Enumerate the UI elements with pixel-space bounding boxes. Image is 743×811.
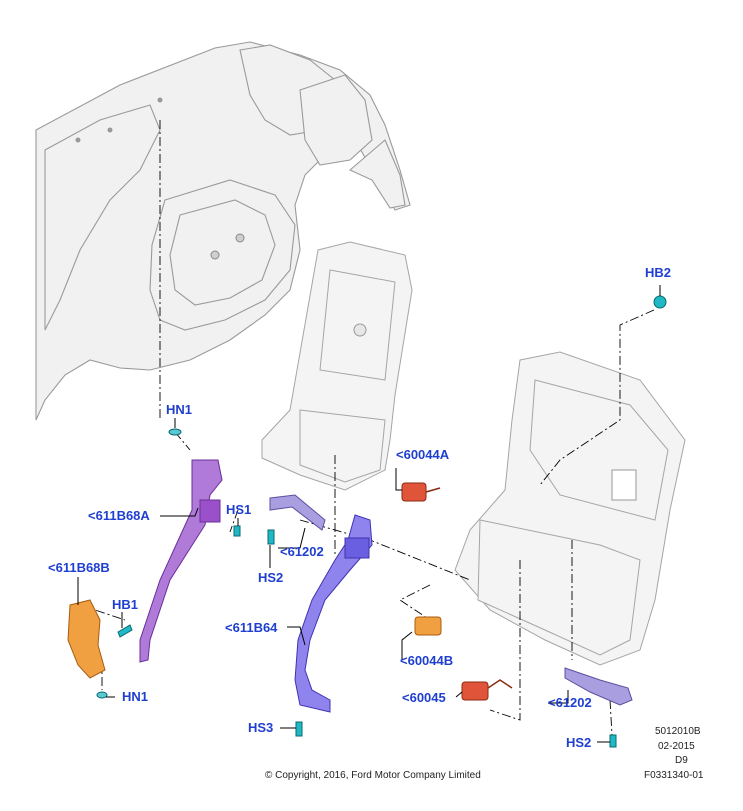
buckle-60045-part [461,679,513,701]
callout-60045[interactable]: <60045 [402,690,446,705]
footer-ref: 5012010B [655,726,701,737]
anchor-61202-left-part [269,494,326,531]
callout-hs3[interactable]: HS3 [248,720,274,735]
footer-code: D9 [675,755,688,766]
fastener-hb2 [653,295,667,309]
footer-date: 02-2015 [658,741,695,752]
leader-lines [77,285,661,743]
anchor-61202-right-part [564,667,633,706]
buckle-60044b-part [414,616,442,636]
callout-611b68b[interactable]: <611B68B [48,560,110,575]
seat-belt-611b64-part [294,514,373,713]
fastener-hs1 [233,525,241,537]
callout-hn1-bottom[interactable]: HN1 [122,689,149,704]
fastener-hb1 [117,624,133,638]
fastener-hn1-bottom [96,691,108,699]
callout-hb1[interactable]: HB1 [112,597,139,612]
callout-60044a[interactable]: <60044A [396,447,450,462]
footer-copyright: © Copyright, 2016, Ford Motor Company Li… [265,770,481,781]
callout-611b64[interactable]: <611B64 [225,620,278,635]
footer-figure: F0331340-01 [644,770,704,781]
callout-hb2[interactable]: HB2 [645,265,672,280]
callout-61202-left[interactable]: <61202 [280,544,324,559]
fastener-hs2-left [267,529,275,545]
callout-60044b[interactable]: <60044B [400,653,454,668]
callout-61202-right[interactable]: <61202 [548,695,592,710]
fastener-hn1-top [168,428,182,436]
bracket-611b68b-part [67,599,106,679]
callout-hs2-left[interactable]: HS2 [258,570,284,585]
fastener-hs3 [295,721,303,737]
seat-frame-left [261,241,413,491]
seat-frame-right [454,351,686,666]
seat-belt-611b68a-part [139,459,223,663]
fastener-hs2-right [609,734,617,748]
callout-hn1-top[interactable]: HN1 [166,402,193,417]
callout-611b68a[interactable]: <611B68A [88,508,150,523]
vehicle-body-panel [35,41,411,421]
buckle-60044a-part [401,482,441,502]
callout-hs1[interactable]: HS1 [226,502,252,517]
callout-hs2-right[interactable]: HS2 [566,735,592,750]
